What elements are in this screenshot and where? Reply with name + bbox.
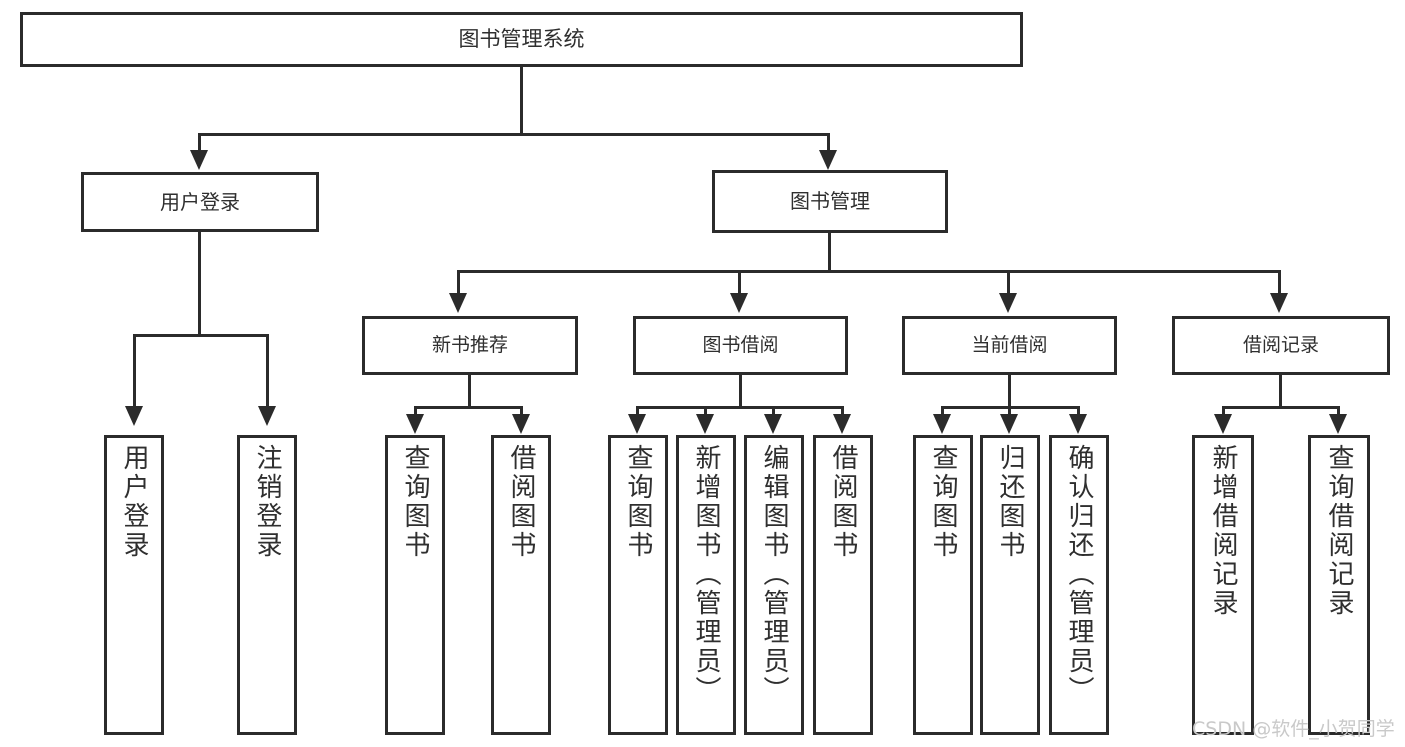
arrowhead-leaf-user-logout	[258, 406, 276, 426]
connector-to-user-login	[198, 133, 201, 152]
leaf-query-borrow-record[interactable]: 查询借阅记录	[1308, 435, 1370, 735]
connector-book-management-stem	[828, 233, 831, 273]
arrowhead-leaf-confirm-return	[1069, 414, 1087, 434]
connector-book-borrow-bus	[636, 406, 844, 409]
leaf-label: 用户登录	[119, 444, 149, 560]
leaf-query-book-new-recommend[interactable]: 查询图书	[385, 435, 445, 735]
arrowhead-leaf-add-record	[1214, 414, 1232, 434]
leaf-label: 借阅图书	[506, 444, 536, 560]
leaf-label: 新增图书（管理员）	[691, 444, 721, 705]
connector-book-borrow-stem	[739, 375, 742, 408]
connector-to-book-management	[827, 133, 830, 152]
arrowhead-current-borrow	[999, 293, 1017, 313]
arrowhead-leaf-user-login	[125, 406, 143, 426]
connector-user-login-bus	[133, 334, 269, 337]
connector-to-leaf-query-book-2	[636, 406, 639, 418]
node-label: 图书借阅	[702, 333, 779, 356]
node-label: 用户登录	[160, 189, 240, 214]
leaf-add-book[interactable]: 新增图书（管理员）	[676, 435, 736, 735]
leaf-query-book-current[interactable]: 查询图书	[913, 435, 973, 735]
connector-new-book-recommend-stem	[468, 375, 471, 408]
connector-user-login-stem	[198, 232, 201, 337]
node-label: 图书管理系统	[458, 27, 585, 52]
leaf-label: 查询图书	[623, 444, 653, 560]
leaf-label: 新增借阅记录	[1208, 444, 1238, 618]
arrowhead-leaf-borrow-book-2	[833, 414, 851, 434]
leaf-label: 查询图书	[400, 444, 430, 560]
leaf-add-borrow-record[interactable]: 新增借阅记录	[1192, 435, 1254, 735]
leaf-return-book[interactable]: 归还图书	[980, 435, 1040, 735]
connector-to-leaf-user-login	[133, 334, 136, 408]
node-book-management[interactable]: 图书管理	[712, 170, 948, 233]
connector-level2-bus	[457, 270, 1281, 273]
leaf-label: 查询借阅记录	[1324, 444, 1354, 618]
arrowhead-leaf-return-book	[1000, 414, 1018, 434]
node-borrow-record[interactable]: 借阅记录	[1172, 316, 1390, 375]
connector-level1-bus	[198, 133, 830, 136]
node-label: 新书推荐	[431, 333, 508, 356]
arrowhead-leaf-edit-book	[764, 414, 782, 434]
arrowhead-book-management	[819, 150, 837, 170]
node-user-login[interactable]: 用户登录	[81, 172, 319, 232]
connector-to-leaf-query-book-3	[941, 406, 944, 418]
connector-to-new-book-recommend	[457, 270, 460, 296]
arrowhead-book-borrow	[730, 293, 748, 313]
leaf-borrow-book-new-recommend[interactable]: 借阅图书	[491, 435, 551, 735]
node-book-management-system[interactable]: 图书管理系统	[20, 12, 1023, 67]
leaf-user-logout[interactable]: 注销登录	[237, 435, 297, 735]
leaf-borrow-book-borrow[interactable]: 借阅图书	[813, 435, 873, 735]
arrowhead-user-login	[190, 150, 208, 170]
connector-to-borrow-record	[1278, 270, 1281, 296]
arrowhead-leaf-add-book	[696, 414, 714, 434]
arrowhead-leaf-borrow-book-1	[512, 414, 530, 434]
leaf-label: 借阅图书	[828, 444, 858, 560]
leaf-label: 注销登录	[252, 444, 282, 560]
connector-root-stem	[520, 67, 523, 135]
leaf-query-book-borrow[interactable]: 查询图书	[608, 435, 668, 735]
connector-new-book-recommend-bus	[414, 406, 523, 409]
connector-current-borrow-stem	[1008, 375, 1011, 408]
connector-borrow-record-bus	[1222, 406, 1340, 409]
arrowhead-leaf-query-record	[1329, 414, 1347, 434]
connector-to-leaf-borrow-book-1	[520, 406, 523, 418]
csdn-watermark: CSDN @软件_小贺同学	[1192, 718, 1395, 740]
leaf-user-login[interactable]: 用户登录	[104, 435, 164, 735]
leaf-label: 确认归还（管理员）	[1064, 444, 1094, 705]
node-label: 当前借阅	[971, 333, 1048, 356]
connector-to-leaf-add-record	[1222, 406, 1225, 418]
node-label: 图书管理	[790, 189, 870, 213]
arrowhead-leaf-query-book-3	[933, 414, 951, 434]
node-book-borrow[interactable]: 图书借阅	[633, 316, 848, 375]
connector-to-leaf-borrow-book-2	[841, 406, 844, 418]
connector-to-leaf-query-book-1	[414, 406, 417, 418]
connector-to-current-borrow	[1007, 270, 1010, 296]
connector-to-leaf-query-record	[1337, 406, 1340, 418]
leaf-label: 归还图书	[995, 444, 1025, 560]
node-current-borrow[interactable]: 当前借阅	[902, 316, 1117, 375]
arrowhead-borrow-record	[1270, 293, 1288, 313]
connector-to-book-borrow	[738, 270, 741, 296]
arrowhead-new-book-recommend	[449, 293, 467, 313]
leaf-label: 查询图书	[928, 444, 958, 560]
leaf-label: 编辑图书（管理员）	[759, 444, 789, 705]
node-label: 借阅记录	[1242, 333, 1319, 356]
connector-borrow-record-stem	[1279, 375, 1282, 408]
connector-to-leaf-add-book	[704, 406, 707, 418]
leaf-edit-book[interactable]: 编辑图书（管理员）	[744, 435, 804, 735]
node-new-book-recommend[interactable]: 新书推荐	[362, 316, 578, 375]
arrowhead-leaf-query-book-2	[628, 414, 646, 434]
connector-to-leaf-user-logout	[266, 334, 269, 408]
arrowhead-leaf-query-book-1	[406, 414, 424, 434]
leaf-confirm-return[interactable]: 确认归还（管理员）	[1049, 435, 1109, 735]
connector-to-leaf-edit-book	[772, 406, 775, 418]
connector-to-leaf-return-book	[1008, 406, 1011, 418]
connector-to-leaf-confirm-return	[1077, 406, 1080, 418]
